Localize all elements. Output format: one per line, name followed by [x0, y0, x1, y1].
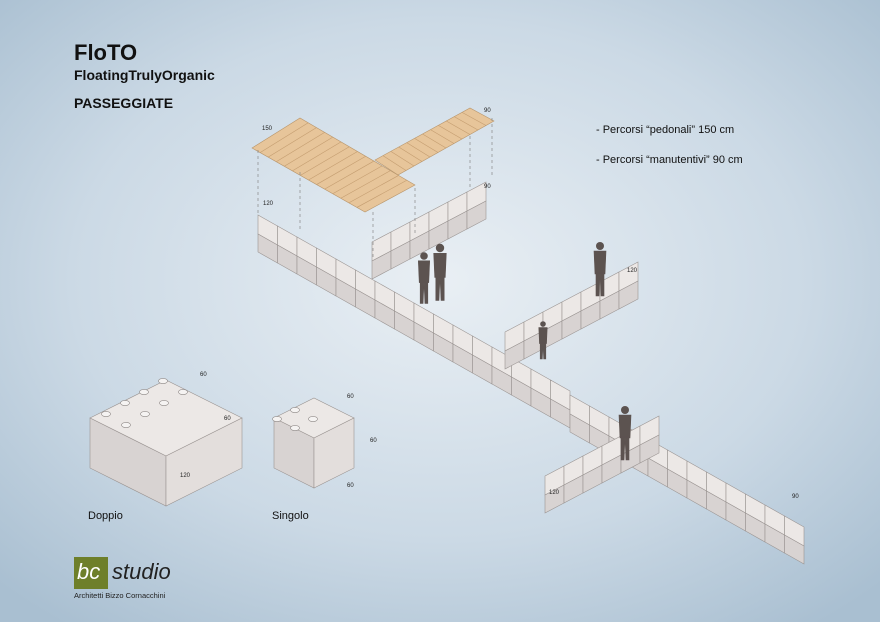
dim-double-l: 120: [180, 473, 191, 479]
float-modules: [89, 378, 355, 507]
person-figure: [417, 252, 431, 304]
logo-word: studio: [112, 559, 171, 584]
double-module: [89, 378, 243, 507]
module-hole: [140, 411, 150, 417]
deck-plank: [390, 151, 415, 167]
module-hole: [159, 400, 169, 406]
legend-pedestrian: - Percorsi “pedonali” 150 cm: [596, 124, 735, 136]
dim-deck-wide: 150: [262, 126, 273, 132]
logo-tagline: Architetti Bizzo Cornacchini: [74, 591, 166, 600]
deck-narrow: [374, 107, 495, 176]
deck-plank: [461, 112, 487, 126]
module-hole: [178, 389, 188, 395]
page-subtitle: FloatingTrulyOrganic: [74, 67, 215, 83]
deck-plank: [267, 127, 317, 158]
dim-path-120-c: 120: [549, 490, 560, 496]
deck-plank: [356, 179, 407, 208]
label-single: Singolo: [272, 510, 309, 522]
deck-plank: [398, 146, 423, 162]
deck-wide: [251, 117, 416, 213]
deck-plank: [324, 160, 375, 190]
deck-plank: [446, 120, 471, 135]
dim-deck-narrow-2: 90: [484, 184, 491, 190]
dim-path-90: 90: [792, 494, 799, 500]
walkway-cube-side: [639, 434, 660, 464]
deck-plank: [316, 156, 366, 185]
deck-plank: [300, 146, 350, 176]
module-hole: [101, 411, 111, 417]
person-figure: [618, 406, 632, 461]
dim-path-120-b: 120: [627, 268, 638, 274]
walkway-cube-side: [466, 200, 487, 230]
deck-plank: [284, 136, 334, 167]
deck-plank: [406, 142, 431, 158]
module-hole: [290, 425, 300, 431]
deck-plank: [382, 155, 407, 171]
module-hole: [121, 422, 131, 428]
module-hole: [290, 407, 300, 413]
deck-plank: [348, 175, 399, 204]
deck-plank: [414, 138, 439, 153]
deck-plank: [292, 141, 342, 172]
walkway-cube-side: [618, 280, 639, 310]
single-module: [272, 397, 355, 489]
people-figures: [417, 242, 632, 461]
module-hole: [158, 378, 168, 384]
section-heading: PASSEGGIATE: [74, 95, 174, 111]
deck-plank: [422, 133, 447, 149]
dim-path-120-a: 120: [263, 201, 274, 207]
deck-plank: [332, 165, 383, 194]
dimension-labels: 150 90 90 120 120 120 90 60 60 120 60 60…: [180, 108, 799, 500]
guide-lines: [257, 118, 493, 258]
deck-plank: [308, 151, 358, 181]
dim-double-h: 60: [224, 416, 231, 422]
legend-maintenance: - Percorsi “manutentivi” 90 cm: [596, 154, 743, 166]
deck-plank: [454, 116, 479, 131]
page-title: FloTO: [74, 40, 138, 65]
walkway-modules: [257, 181, 805, 565]
dim-single-a: 60: [347, 394, 354, 400]
deck-plank: [430, 129, 455, 144]
logo-mark: bc: [77, 559, 101, 584]
deck-plank: [438, 125, 463, 140]
bc-studio-logo: bc studio Architetti Bizzo Cornacchini: [74, 557, 179, 602]
person-figure: [593, 242, 607, 297]
logo-mark-box: bc: [74, 557, 108, 589]
deck-plank: [340, 170, 391, 199]
module-hole: [120, 400, 130, 406]
module-hole: [139, 389, 149, 395]
dim-single-b: 60: [347, 483, 354, 489]
person-figure: [538, 321, 548, 360]
dim-double-w: 60: [200, 372, 207, 378]
deck-plank: [259, 122, 309, 153]
wooden-decks: [251, 107, 495, 213]
label-double: Doppio: [88, 510, 123, 522]
dim-single-h: 60: [370, 438, 377, 444]
module-hole: [308, 416, 318, 422]
walkway-cube-side: [784, 534, 805, 565]
double-module-side: [165, 417, 243, 507]
deck-plank: [276, 132, 325, 162]
module-hole: [272, 416, 282, 422]
person-figure: [433, 243, 447, 301]
dim-deck-narrow: 90: [484, 108, 491, 114]
single-module-side: [313, 417, 355, 489]
